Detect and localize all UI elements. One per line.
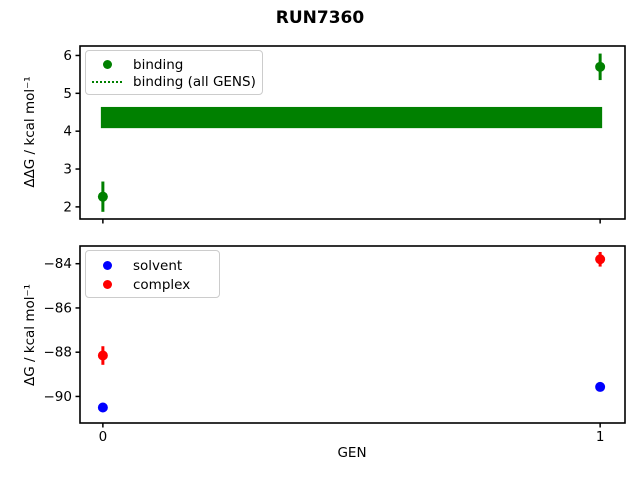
legend-label: binding — [133, 56, 184, 73]
binding-point-gen1 — [595, 61, 606, 72]
legend-item-binding: binding — [92, 56, 254, 73]
axes-spines — [79, 45, 626, 220]
x-tick-label: 1 — [596, 429, 605, 445]
y-tick-label: −84 — [44, 256, 73, 272]
complex-point-gen0 — [97, 350, 108, 361]
y-tick-label: 6 — [63, 48, 72, 64]
band-binding-all-gens — [100, 106, 603, 129]
y-tick-label: −90 — [44, 389, 73, 405]
dg-panel: −84 −86 −88 −90 0 1 — [44, 245, 626, 445]
solvent-point-gen1 — [595, 381, 606, 392]
solvent-point-gen0 — [97, 402, 108, 413]
complex-point-gen1 — [595, 254, 606, 265]
legend-item-complex: complex — [92, 275, 211, 294]
x-tick-label: 0 — [99, 429, 108, 445]
solvent-marker-icon — [92, 261, 122, 270]
binding-panel: 2 3 4 5 6 — [63, 45, 626, 224]
complex-marker-icon — [92, 280, 122, 289]
bottom-y-axis-label: ΔG / kcal mol⁻¹ — [22, 283, 38, 387]
y-tick-label: 4 — [63, 124, 72, 140]
figure-title: RUN7360 — [275, 8, 365, 28]
axes-spines — [79, 245, 626, 424]
top-y-axis-label: ΔΔG / kcal mol⁻¹ — [22, 76, 38, 188]
legend-binding: binding binding (all GENS) — [85, 50, 263, 95]
binding-marker-icon — [92, 60, 122, 69]
y-tick-label: −86 — [44, 300, 73, 316]
legend-dg: solvent complex — [85, 250, 220, 298]
legend-item-solvent: solvent — [92, 256, 211, 275]
y-tick-label: 5 — [63, 86, 72, 102]
legend-label: binding (all GENS) — [133, 73, 256, 90]
binding-point-gen0 — [97, 191, 108, 202]
x-axis-label: GEN — [337, 445, 367, 461]
binding-all-gens-line-icon — [92, 80, 122, 83]
y-tick-label: 2 — [63, 199, 72, 215]
legend-item-binding-all-gens: binding (all GENS) — [92, 73, 256, 90]
legend-label: complex — [133, 276, 191, 293]
y-tick-label: 3 — [63, 162, 72, 178]
y-tick-label: −88 — [44, 345, 73, 361]
legend-label: solvent — [133, 257, 183, 274]
